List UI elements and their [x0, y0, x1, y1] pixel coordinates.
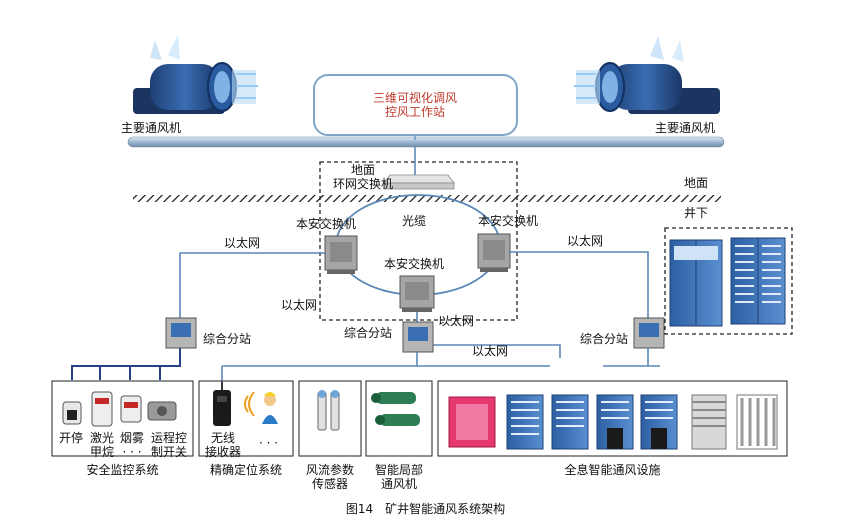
device-laser-methane-line1: 激光 [89, 431, 114, 445]
device-laser-methane-line2: 甲烷 [89, 445, 114, 459]
ground-switch-graphic [383, 174, 455, 190]
safe-switch-right-label: 本安交换机 [478, 214, 539, 228]
facility-shutter-graphic [691, 394, 727, 450]
ethernet-right-label: 以太网 [567, 234, 604, 248]
ground-switch-zone [319, 161, 518, 321]
group-facilities-title: 全息智能通风设施 [564, 463, 661, 477]
safe-switch-center-label: 本安交换机 [384, 257, 445, 271]
substation-left-graphic [165, 317, 197, 349]
device-wireless-receiver-line1: 无线 [210, 431, 235, 445]
main-fan-left-label: 主要通风机 [121, 121, 182, 135]
group-sensor-line1: 风流参数 [305, 463, 354, 477]
ground-surface [133, 195, 721, 202]
ethernet-left-label: 以太网 [224, 236, 261, 250]
workstation-line2: 控风工作站 [384, 105, 445, 119]
device-wireless-receiver-label: 无线 接收器 [203, 431, 243, 459]
group-safety-box [51, 380, 194, 457]
workstation-line1: 三维可视化调风 [372, 91, 457, 105]
safe-switch-center-graphic [399, 275, 435, 312]
top-trunk-pipe [127, 136, 725, 148]
substation-left-label: 综合分站 [203, 332, 252, 346]
worker-signal-graphic [244, 391, 278, 424]
device-remote-switch-line1: 运程控 [150, 431, 187, 445]
safe-switch-left-label: 本安交换机 [296, 217, 357, 231]
substation-right-graphic [633, 317, 665, 349]
sensor-stop-graphic [62, 401, 82, 425]
sensor-remote-switch-graphic [147, 401, 177, 421]
ethernet-bottom-link [432, 344, 561, 358]
ground-switch-line1: 地面 [350, 163, 375, 177]
group-localfan-box [365, 380, 433, 457]
group-safety-title: 安全监控系统 [86, 463, 159, 477]
main-fan-left-graphic [133, 35, 258, 114]
cabinet-left-graphic [669, 239, 723, 327]
fiber-label: 光缆 [402, 214, 427, 228]
figure-caption: 图14 矿井智能通风系统架构 [345, 502, 506, 516]
facility-grille-graphic [736, 394, 778, 450]
device-remote-switch-label: 运程控 制开关 [146, 431, 192, 459]
group-localfan-title: 智能局部 通风机 [366, 463, 432, 491]
group-sensor-box [298, 380, 362, 457]
wireless-receiver-graphic [213, 382, 231, 426]
group-positioning-title: 精确定位系统 [209, 463, 282, 477]
ground-switch-label: 地面 环网交换机 [318, 163, 408, 191]
device-ellipsis-label: · · · [259, 436, 279, 450]
device-smoke-line1: 烟雾 [119, 431, 144, 445]
ground-switch-line2: 环网交换机 [332, 177, 393, 191]
facility-door-blue-3-graphic [596, 394, 634, 450]
safe-switch-left-graphic [324, 235, 358, 274]
underground-equipment-zone [664, 227, 793, 335]
sensor-laser-methane-graphic [91, 391, 113, 427]
sensor-smoke-graphic [120, 395, 142, 423]
device-wireless-receiver-line2: 接收器 [204, 445, 241, 459]
group-sensor-title: 风流参数 传感器 [299, 463, 361, 491]
group-positioning-box [198, 380, 294, 457]
substation-right-label: 综合分站 [580, 332, 629, 346]
ethernet-mid-center-label: 以太网 [438, 314, 475, 328]
substation-center-graphic [402, 321, 434, 353]
ethernet-right-link [510, 251, 649, 318]
facility-door-blue-4-graphic [640, 394, 678, 450]
group-facilities-box [437, 380, 788, 457]
device-smoke-line2: · · · [122, 445, 142, 459]
workstation-label: 三维可视化调风 控风工作站 [330, 91, 500, 119]
substation-center-label: 综合分站 [344, 326, 393, 340]
facility-door-blue-1-graphic [506, 394, 544, 450]
safe-switch-right-graphic [477, 233, 511, 272]
local-fan-graphic [371, 392, 420, 426]
ground-label: 地面 [684, 176, 709, 190]
device-stop-label: 开停 [59, 431, 84, 445]
cabinet-right-graphic [730, 237, 786, 325]
main-fan-right-label: 主要通风机 [655, 121, 716, 135]
ethernet-bottom-label: 以太网 [472, 344, 509, 358]
device-remote-switch-line2: 制开关 [150, 445, 187, 459]
device-laser-methane-label: 激光 甲烷 [87, 431, 117, 459]
ethernet-left-link [179, 252, 325, 318]
facility-door-red-graphic [448, 396, 496, 448]
facility-door-blue-2-graphic [551, 394, 589, 450]
airflow-sensor-graphic [317, 390, 340, 431]
group-localfan-line2: 通风机 [380, 477, 417, 491]
main-fan-right-graphic [574, 36, 720, 114]
bus-left [71, 348, 181, 380]
group-sensor-line2: 传感器 [311, 477, 348, 491]
device-smoke-label: 烟雾 · · · [117, 431, 147, 459]
group-localfan-line1: 智能局部 [374, 463, 423, 477]
underground-label: 井下 [684, 206, 709, 220]
ethernet-mid-left-label: 以太网 [281, 298, 318, 312]
